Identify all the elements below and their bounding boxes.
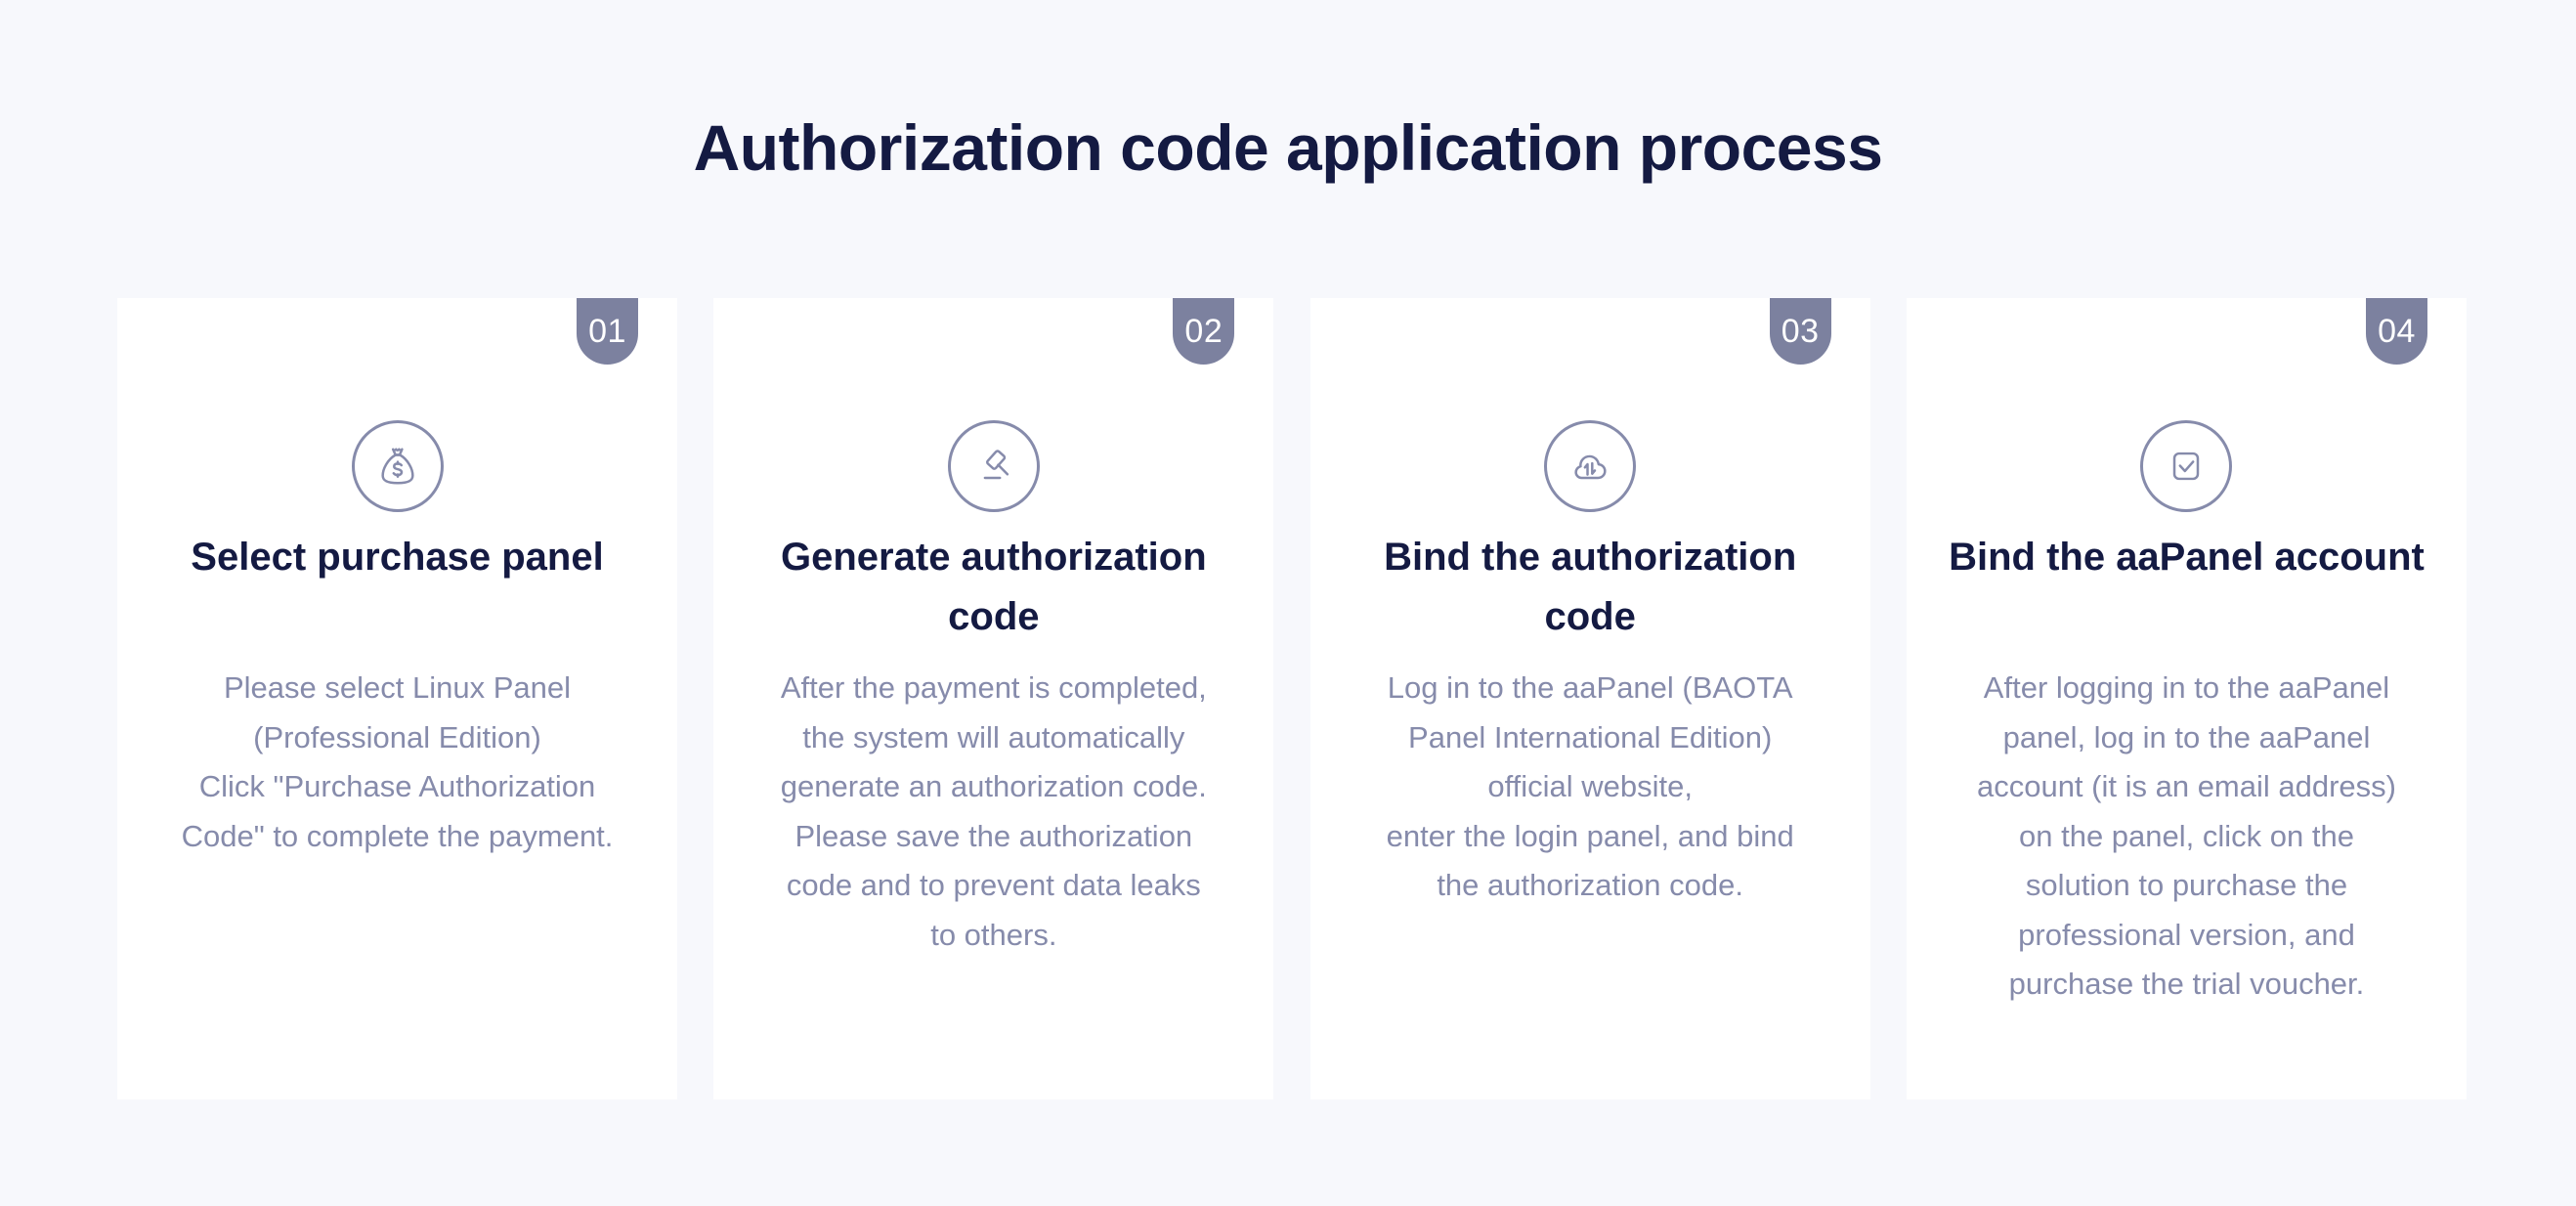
- process-step-card-2[interactable]: 02 Generate authorization code After the…: [713, 298, 1274, 1099]
- icon-circle-frame: [1544, 420, 1637, 512]
- step-icon-container: [1310, 420, 1870, 512]
- step-title: Bind the aaPanel account: [1949, 536, 2425, 579]
- step-description: After logging in to the aaPanel panel, l…: [1976, 670, 2396, 1002]
- process-step-card-4[interactable]: 04 Bind the aaPanel account After loggin…: [1906, 298, 2467, 1099]
- step-description: Log in to the aaPanel (BAOTA Panel Inter…: [1386, 670, 1794, 903]
- page-title: Authorization code application process: [693, 111, 1883, 184]
- icon-circle-frame: [2140, 420, 2233, 512]
- cloud-sync-icon: [1567, 444, 1612, 489]
- step-title: Generate authorization code: [781, 536, 1207, 638]
- step-icon-container: [1907, 420, 2467, 512]
- process-step-card-3[interactable]: 03 Bind the authorization code Log in to…: [1309, 298, 1870, 1099]
- step-number-badge: 03: [1769, 298, 1831, 365]
- process-steps-list: 01 Select purchase panel Please select L…: [117, 298, 2467, 1099]
- gavel-icon: [971, 444, 1016, 489]
- icon-circle-frame: [351, 420, 444, 512]
- step-number-badge: 02: [1173, 298, 1235, 365]
- checkbox-check-icon: [2164, 444, 2209, 489]
- step-title: Bind the authorization code: [1384, 536, 1797, 638]
- step-description: Please select Linux Panel (Professional …: [181, 670, 614, 853]
- step-description: After the payment is completed, the syst…: [780, 670, 1207, 952]
- step-number-badge: 01: [577, 298, 638, 365]
- money-bag-icon: [375, 444, 420, 489]
- step-icon-container: [117, 420, 677, 512]
- icon-circle-frame: [947, 420, 1040, 512]
- process-step-card-1[interactable]: 01 Select purchase panel Please select L…: [117, 298, 677, 1099]
- step-title: Select purchase panel: [191, 536, 604, 579]
- step-icon-container: [713, 420, 1273, 512]
- step-number-badge: 04: [2365, 298, 2427, 365]
